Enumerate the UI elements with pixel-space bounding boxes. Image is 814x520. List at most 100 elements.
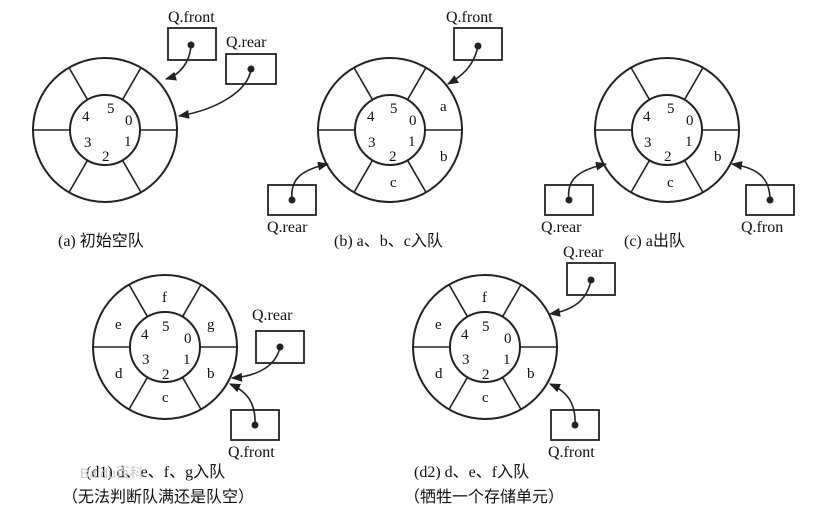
slot-index: 4	[461, 327, 469, 343]
caption-c: (c) a出队	[624, 232, 685, 250]
front-pointer-arrow	[548, 383, 576, 426]
rear-pointer-label: Q.rear	[267, 219, 308, 236]
watermark: Baidu百科	[80, 465, 144, 481]
slot-divider	[406, 67, 427, 101]
slot-divider	[121, 159, 142, 193]
slot-index: 3	[368, 135, 376, 151]
slot-divider	[181, 376, 202, 410]
queue-element: e	[435, 317, 442, 333]
slot-index: 3	[84, 135, 92, 151]
slot-index: 4	[643, 109, 651, 125]
slot-divider	[630, 159, 651, 193]
caption-d1-line1: (d1) d、e、f、g入队	[86, 463, 225, 481]
front-pointer-label: Q.front	[228, 444, 275, 461]
front-pointer-label: Q.fron	[741, 219, 783, 236]
slot-divider	[501, 284, 522, 318]
slot-index: 5	[482, 319, 490, 335]
slot-index: 5	[162, 319, 170, 335]
slot-divider	[406, 159, 427, 193]
queue-element: b	[714, 149, 722, 165]
slot-divider	[68, 67, 89, 101]
slot-index: 2	[389, 149, 397, 165]
slot-index: 1	[408, 134, 416, 150]
caption-d2-line1: (d2) d、e、f入队	[414, 463, 529, 481]
rear-pointer-arrow	[548, 279, 592, 317]
slot-index: 3	[462, 352, 470, 368]
slot-index: 2	[664, 149, 672, 165]
queue-element: c	[667, 175, 674, 191]
slot-divider	[128, 376, 149, 410]
slot-divider	[683, 159, 704, 193]
slot-divider	[448, 284, 469, 318]
slot-divider	[128, 284, 149, 318]
front-pointer-label: Q.front	[446, 9, 493, 26]
slot-divider	[448, 376, 469, 410]
slot-index: 0	[184, 331, 192, 347]
caption-d2-line2: （牺牲一个存储单元）	[404, 488, 564, 506]
queue-element: d	[115, 366, 123, 382]
queue-element: b	[527, 366, 535, 382]
front-pointer-arrow	[730, 161, 771, 201]
rear-pointer-label: Q.rear	[252, 307, 293, 324]
queue-c: 5 0 1 2 3 4 b c Q.rear Q.fron (c) a出队	[541, 57, 795, 250]
rear-pointer-box	[255, 330, 305, 364]
slot-index: 2	[102, 149, 110, 165]
slot-divider	[683, 67, 704, 101]
queue-d2: 5 0 1 2 3 4 f b c d e Q.rear Q.front (d2…	[404, 244, 616, 506]
slot-index: 4	[82, 109, 90, 125]
slot-divider	[68, 159, 89, 193]
queue-element: b	[207, 366, 215, 382]
queue-element: f	[162, 290, 167, 306]
slot-index: 1	[503, 352, 511, 368]
slot-index: 3	[644, 135, 652, 151]
rear-pointer-arrow	[230, 346, 281, 382]
queue-element: c	[482, 390, 489, 406]
slot-divider	[353, 67, 374, 101]
slot-index: 1	[183, 352, 191, 368]
slot-divider	[501, 376, 522, 410]
slot-index: 2	[162, 367, 170, 383]
front-pointer-arrow	[228, 383, 256, 426]
rear-pointer-label: Q.rear	[563, 244, 604, 261]
slot-divider	[353, 159, 374, 193]
front-pointer-label: Q.front	[168, 9, 215, 26]
rear-pointer-label: Q.rear	[226, 34, 267, 51]
slot-index: 5	[390, 101, 398, 117]
queue-element: e	[115, 317, 122, 333]
queue-element: c	[162, 390, 169, 406]
slot-index: 4	[141, 327, 149, 343]
slot-index: 1	[685, 134, 693, 150]
caption-b: (b) a、b、c入队	[334, 232, 443, 250]
queue-element: a	[440, 99, 447, 115]
queue-element: d	[435, 366, 443, 382]
queue-b: 5 0 1 2 3 4 a b c Q.front Q.rear (b) a、b…	[267, 9, 503, 250]
rear-pointer-arrow	[291, 161, 330, 201]
rear-pointer-label: Q.rear	[541, 219, 582, 236]
slot-divider	[630, 67, 651, 101]
slot-index: 1	[124, 134, 132, 150]
slot-index: 3	[142, 352, 150, 368]
queue-a: 5 0 1 2 3 4 Q.front Q.rear (a) 初始空队	[32, 9, 277, 250]
rear-pointer-arrow	[567, 161, 608, 201]
slot-divider	[181, 284, 202, 318]
caption-d1-line2: （无法判断队满还是队空）	[62, 488, 254, 506]
slot-index: 0	[409, 113, 417, 129]
slot-index: 0	[686, 113, 694, 129]
slot-divider	[121, 67, 142, 101]
slot-index: 0	[504, 331, 512, 347]
queue-d1: 5 0 1 2 3 4 f g b c d e Q.rear Q.front (…	[62, 274, 305, 506]
queue-element: g	[207, 317, 215, 333]
front-pointer-arrow	[164, 44, 192, 81]
queue-element: f	[482, 290, 487, 306]
front-pointer-arrow	[447, 45, 479, 85]
queue-element: c	[390, 175, 397, 191]
slot-index: 5	[107, 101, 115, 117]
front-pointer-label: Q.front	[548, 444, 595, 461]
slot-index: 4	[367, 109, 375, 125]
rear-pointer-arrow	[177, 68, 252, 119]
slot-index: 0	[125, 113, 133, 129]
slot-index: 2	[482, 367, 490, 383]
slot-index: 5	[667, 101, 675, 117]
